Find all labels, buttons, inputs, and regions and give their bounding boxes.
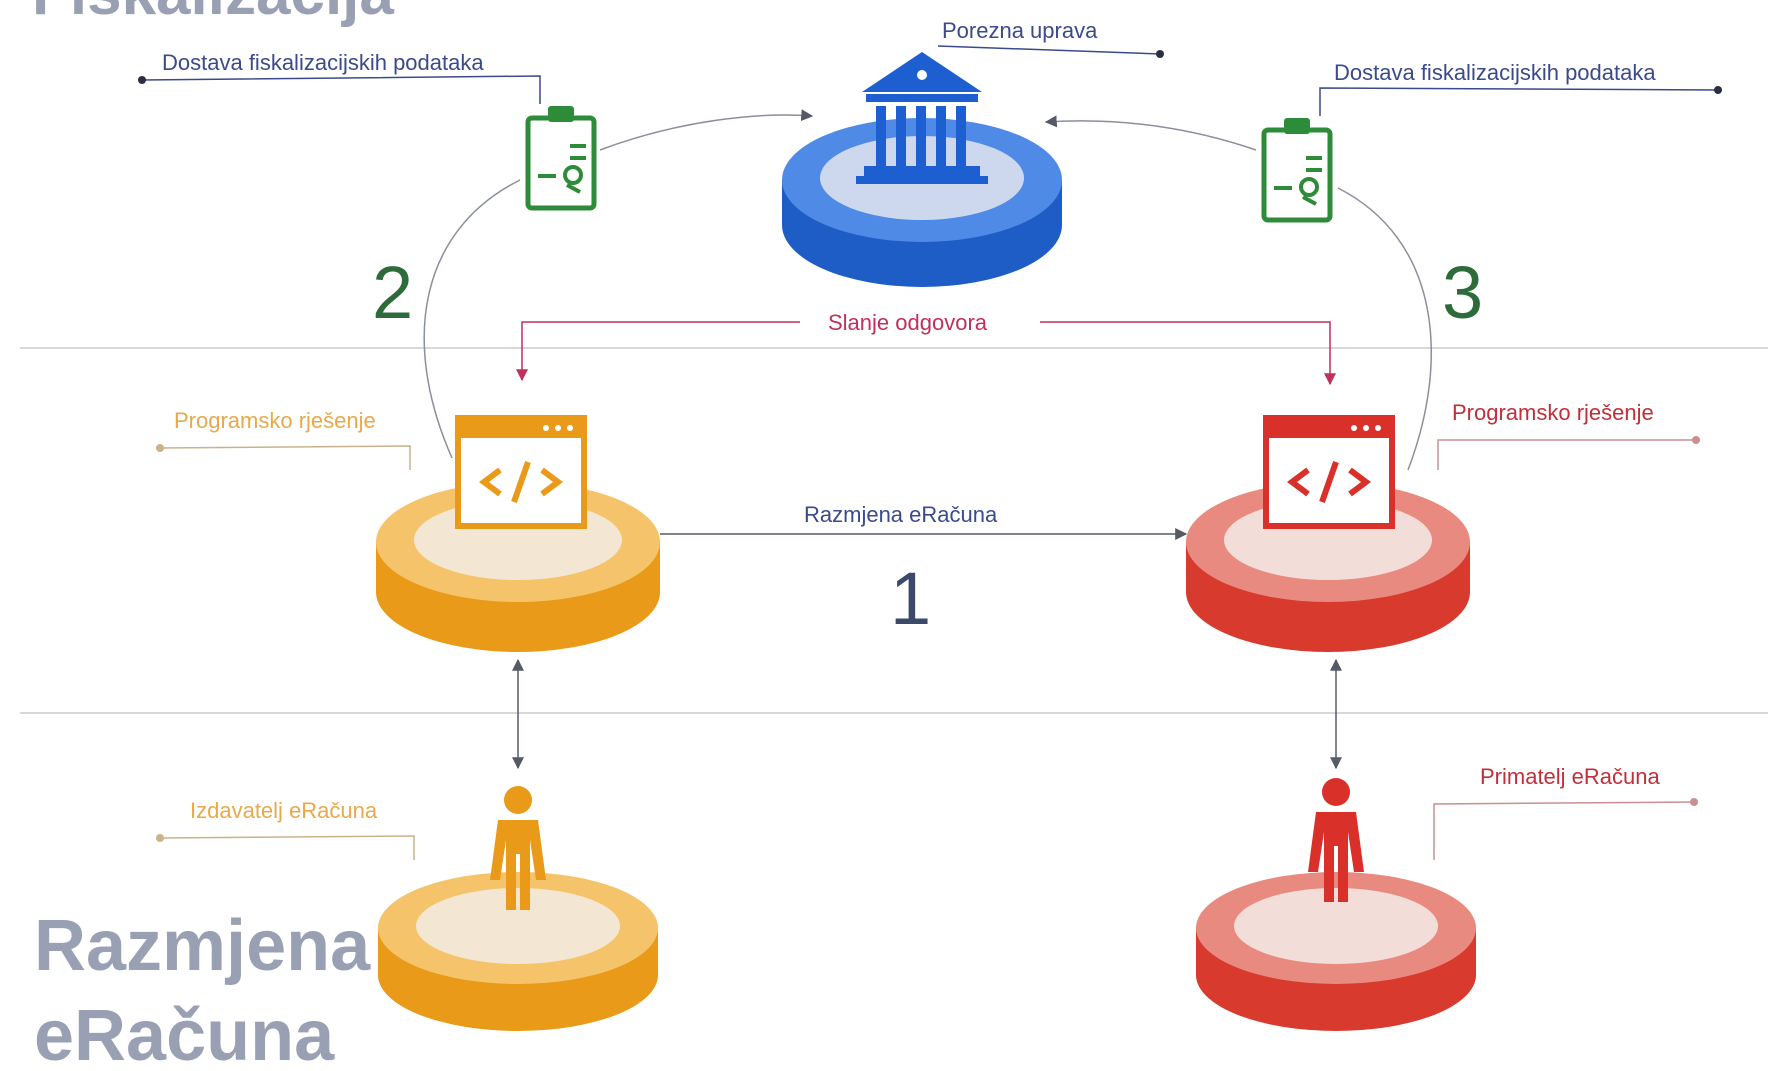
receiver-leader <box>1433 801 1695 860</box>
bank-icon <box>856 52 988 184</box>
fiscal-data-right-label: Dostava fiskalizacijskih podataka <box>1334 60 1656 85</box>
tax-authority-leader-dot <box>1156 50 1164 58</box>
response-label: Slanje odgovora <box>828 310 988 335</box>
sender-fiscal-arrow <box>599 109 814 151</box>
sender-leader <box>159 835 415 860</box>
response-arrow-right <box>1040 321 1336 386</box>
fiscal-data-right-leader <box>1319 87 1719 116</box>
receiver-fiscal-curve-lower <box>1337 187 1432 471</box>
section-title-fiscalization: Fiskalizacija <box>32 0 394 28</box>
step-number-2: 2 <box>372 251 413 334</box>
fiscal-data-left-leader <box>141 75 541 104</box>
receiver-software-leader <box>1437 439 1696 470</box>
sender-software-leader <box>159 445 411 470</box>
sender-software-label: Programsko rješenje <box>174 408 376 433</box>
fiscal-data-right-dot <box>1714 86 1722 94</box>
tax-authority-node <box>782 52 1062 287</box>
step-number-1: 1 <box>890 557 931 640</box>
tax-authority-label: Porezna uprava <box>942 18 1098 43</box>
sender-software-node <box>376 415 660 652</box>
receiver-dot <box>1690 798 1698 806</box>
exchange-label: Razmjena eRačuna <box>804 502 998 527</box>
receiver-software-dot <box>1692 436 1700 444</box>
step-number-3: 3 <box>1442 251 1483 334</box>
fiscal-data-left-label: Dostava fiskalizacijskih podataka <box>162 50 484 75</box>
fiscal-document-left <box>525 106 597 211</box>
section-title-exchange-line1: Razmjena <box>34 906 371 986</box>
code-window-icon-receiver <box>1263 415 1395 529</box>
receiver-node <box>1196 778 1476 1031</box>
receiver-fiscal-arrow <box>1044 115 1257 151</box>
code-window-icon-sender <box>455 415 587 529</box>
section-title-exchange-line2: eRačuna <box>34 996 335 1071</box>
person-icon-receiver <box>1308 778 1364 902</box>
sender-node <box>378 786 658 1031</box>
fiscal-data-left-dot <box>138 76 146 84</box>
person-icon-sender <box>490 786 546 910</box>
sender-fiscal-curve-lower <box>423 179 521 459</box>
tax-authority-leader <box>937 45 1161 55</box>
receiver-software-node <box>1186 415 1470 652</box>
sender-software-dot <box>156 444 164 452</box>
receiver-software-label: Programsko rješenje <box>1452 400 1654 425</box>
sender-dot <box>156 834 164 842</box>
receiver-label: Primatelj eRačuna <box>1480 764 1661 789</box>
response-arrow-left <box>516 321 800 382</box>
fiscal-document-right <box>1261 118 1333 223</box>
sender-label: Izdavatelj eRačuna <box>190 798 378 823</box>
